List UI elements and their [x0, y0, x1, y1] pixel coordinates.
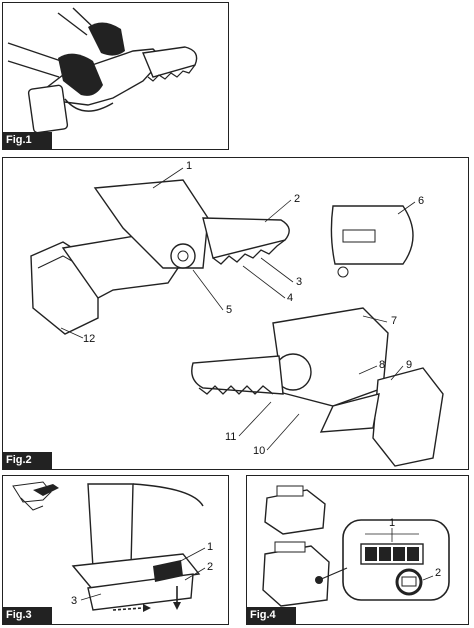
- callout-1: 1: [186, 160, 192, 172]
- figure-3-illustration: 1 2 3: [12, 481, 213, 612]
- figure-4-label: Fig.4: [247, 607, 296, 624]
- figure-4-illustration: 1 2: [262, 485, 450, 607]
- fig3-callout-1: 1: [207, 541, 213, 553]
- figure-1-label: Fig.1: [3, 132, 52, 149]
- figure-3-label: Fig.3: [3, 607, 52, 624]
- figure-2-illustration: 1 2 3 4 5 6 7 8 9 10 11 12: [30, 160, 444, 467]
- figure-4-panel: 1 2 Fig.4: [246, 475, 469, 625]
- fig3-callout-2: 2: [207, 561, 213, 573]
- figure-3-panel: 1 2 3 Fig.3: [2, 475, 229, 625]
- figure-2-label: Fig.2: [3, 452, 52, 469]
- callout-7: 7: [391, 315, 397, 327]
- callout-2: 2: [294, 193, 300, 205]
- callout-9: 9: [406, 359, 412, 371]
- fig4-callout-1: 1: [389, 517, 395, 529]
- callout-4: 4: [287, 292, 293, 304]
- callout-10: 10: [253, 445, 265, 457]
- callout-11: 11: [225, 431, 236, 443]
- fig3-callout-3: 3: [71, 595, 77, 607]
- callout-8: 8: [379, 359, 385, 371]
- callout-5: 5: [226, 304, 232, 316]
- figure-1-panel: Fig.1: [2, 2, 229, 150]
- fig4-callout-2: 2: [435, 567, 441, 579]
- callout-3: 3: [296, 276, 302, 288]
- callout-6: 6: [418, 195, 424, 207]
- callout-12: 12: [83, 333, 95, 345]
- figure-1-illustration: [7, 7, 198, 134]
- figure-2-panel: 1 2 3 4 5 6 7 8 9 10 11 12 Fig.2: [2, 157, 469, 470]
